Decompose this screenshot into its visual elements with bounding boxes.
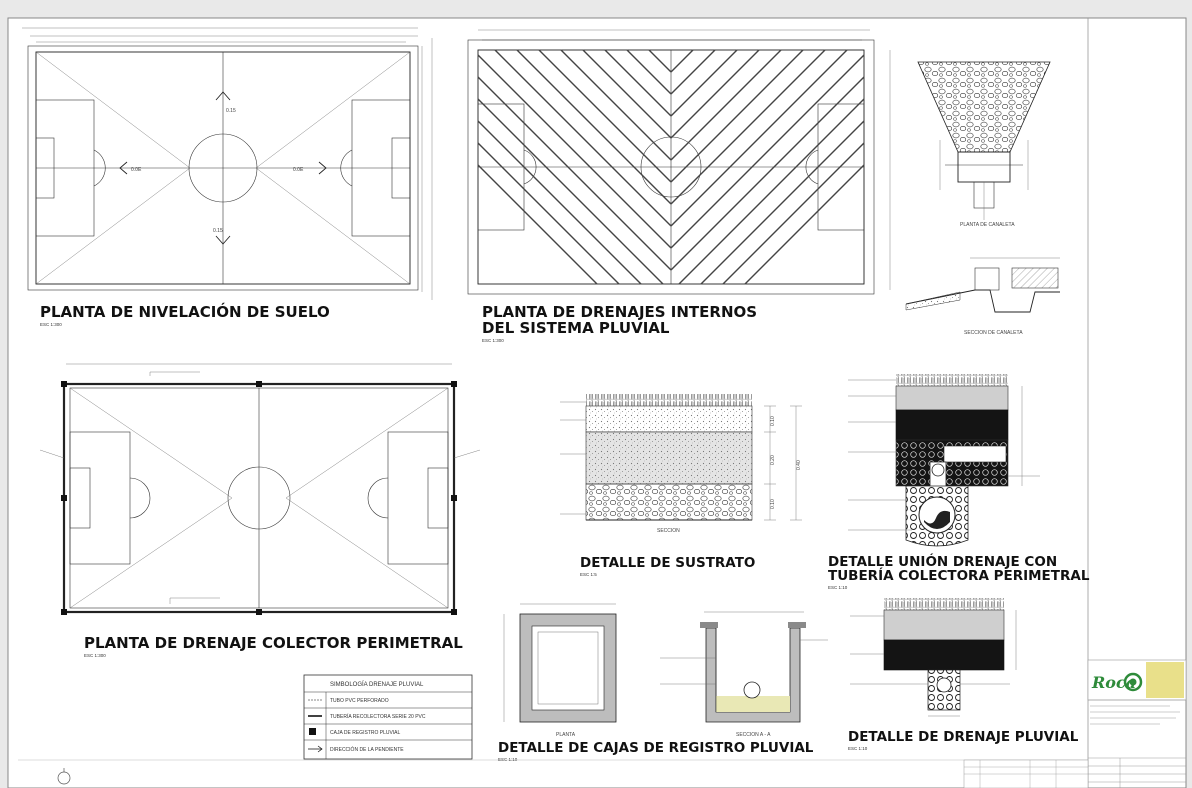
internal-drainage-plan [467,29,891,295]
level-top: 0.15 [226,108,236,114]
slope-arrow-left-icon [119,161,128,175]
drain-line [678,98,865,285]
drain-line [477,54,672,249]
legend-row-4: DIRECCIÓN DE LA PENDIENTE [330,746,404,753]
drain-line [744,164,865,285]
logo-yellow-panel [1146,662,1184,698]
drain-line [670,49,694,73]
title-nivelacion: PLANTA DE NIVELACIÓN DE SUELO [40,302,330,321]
level-left: 0.0E [131,167,142,173]
legend-title: SIMBOLOGÍA DRENAJE PLUVIAL [330,681,424,688]
registro-box-section: SECCION A - A [660,611,828,738]
drain-line [560,49,672,161]
title-cajas: DETALLE DE CAJAS DE REGISTRO PLUVIAL [498,740,814,756]
drain-line [604,49,672,117]
north-symbol-icon [57,768,71,785]
label-seccion-aa: SECCION A - A [736,732,771,738]
label-planta-canaleta: PLANTA DE CANALETA [960,222,1015,228]
drain-line [670,54,865,249]
scale-cajas: ESC 1:10 [498,757,518,762]
dim-total: 0.40 [796,460,802,470]
label-seccion: SECCION [657,528,680,534]
drain-line [648,49,672,73]
title-drenajes-1: PLANTA DE DRENAJES INTERNOS [482,303,757,321]
drain-line [477,120,642,285]
slope-arrow-up-icon [215,91,231,101]
arrow-right-icon [308,745,323,753]
scale-colector: ESC 1:300 [84,653,106,658]
label-planta: PLANTA [556,732,576,738]
field-leveling-plan: 0.15 0.15 0.0E 0.0E [22,27,433,300]
registro-box-plan: PLANTA [503,603,617,738]
drain-line [582,49,672,139]
dim-2: 0.20 [770,455,776,465]
registro-box-icon [256,609,262,615]
registro-box-icon [309,728,316,735]
scale-union: ESC 1:10 [828,585,848,590]
registro-box-icon [451,381,457,387]
perimeter-collector-plan [39,363,481,615]
legend-box: SIMBOLOGÍA DRENAJE PLUVIAL TUBO PVC PERF… [303,674,473,760]
drain-line [700,120,865,285]
title-drenajes-2: DEL SISTEMA PLUVIAL [482,319,670,337]
drain-line [670,49,804,183]
scale-nivelacion: ESC 1:300 [40,322,62,327]
drain-line [670,49,716,95]
drain-line [477,76,672,271]
drain-line [670,49,760,139]
slope-arrow-down-icon [215,235,231,245]
drain-line [722,142,865,285]
drain-line [626,49,672,95]
drain-line [670,49,738,117]
title-block: Roca [1087,659,1187,788]
registro-box-icon [61,495,67,501]
title-sustrato: DETALLE DE SUSTRATO [580,555,755,571]
logo-swirl-icon [1123,672,1143,692]
title-union-1: DETALLE UNIÓN DRENAJE CON [828,552,1057,570]
dim-3: 0.10 [770,499,776,509]
drain-line [477,164,598,285]
registro-box-icon [256,381,262,387]
label-seccion-canaleta: SECCION DE CANALETA [964,330,1023,336]
dim-1: 0.10 [770,416,776,426]
gutter-section-detail: SECCION DE CANALETA [905,257,1060,336]
title-drenaje-pluvial: DETALLE DE DRENAJE PLUVIAL [848,729,1079,745]
drain-line [477,142,620,285]
registro-box-icon [61,609,67,615]
scale-drenaje-pluvial: ESC 1:10 [848,746,868,751]
slope-arrow-right-icon [318,161,327,175]
drain-line [538,49,672,183]
title-union-2: TUBERÍA COLECTORA PERIMETRAL [828,567,1090,584]
legend-row-2: TUBERÍA RECOLECTORA SERIE 20 PVC [330,713,426,720]
level-right: 0.0E [293,167,304,173]
drain-line [670,49,826,205]
drain-line [477,98,664,285]
drain-line [670,49,848,227]
registro-box-icon [451,495,457,501]
substrate-detail: 0.10 0.20 0.10 0.40 SECCION [560,394,802,534]
registro-box-icon [61,381,67,387]
drain-union-detail [848,374,1040,547]
gutter-plan-detail: PLANTA DE CANALETA [917,61,1051,228]
legend-row-3: CAJA DE REGISTRO PLUVIAL [330,730,401,736]
scale-drenajes: ESC 1:300 [482,338,504,343]
drain-line [670,76,865,271]
drain-line [516,49,672,205]
scale-sustrato: ESC 1:5 [580,572,597,577]
registro-box-icon [451,609,457,615]
level-bottom: 0.15 [213,228,223,234]
rain-drainage-detail [850,598,1017,717]
drain-line [494,49,672,227]
legend-row-1: TUBO PVC PERFORADO [330,698,389,704]
title-colector: PLANTA DE DRENAJE COLECTOR PERIMETRAL [84,634,463,652]
revision-table [18,759,1089,788]
drain-line [670,49,782,161]
